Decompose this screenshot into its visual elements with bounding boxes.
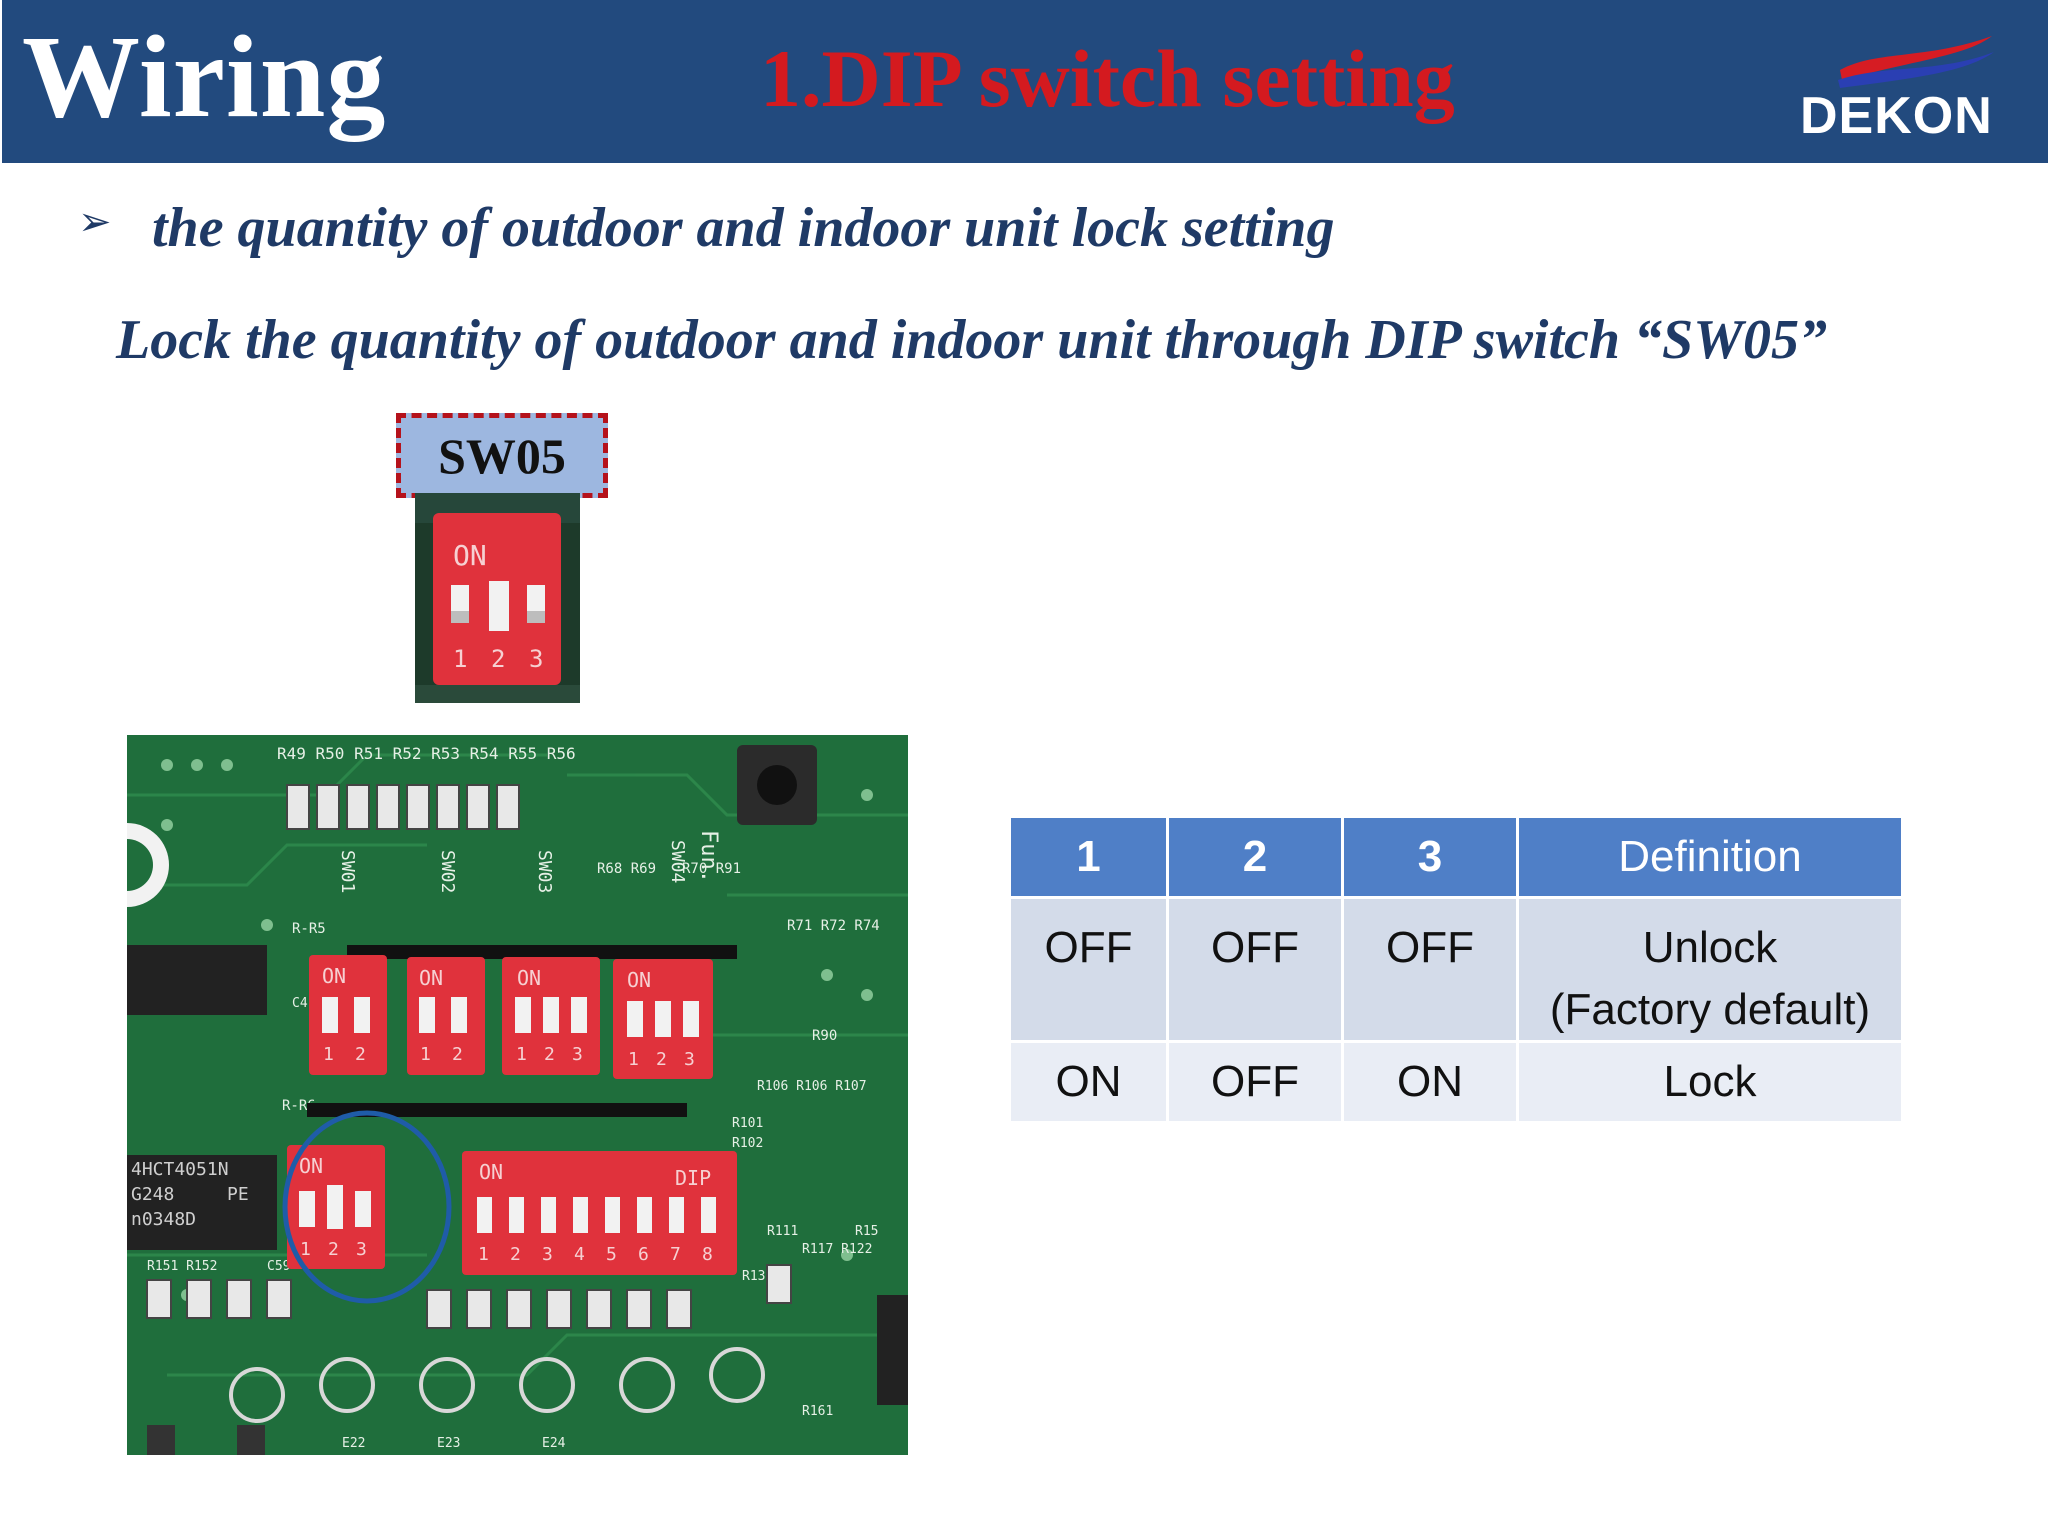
pcb-sw01-on: ON bbox=[322, 964, 346, 988]
pcb-label-sw03: SW03 bbox=[534, 850, 555, 893]
pcb-label-ic-part: 4HCT4051N bbox=[131, 1159, 229, 1180]
table-header-row: 1 2 3 Definition bbox=[1011, 818, 1901, 896]
pcb-label-r101: R101 bbox=[732, 1116, 763, 1131]
pcb-label-e24: E24 bbox=[542, 1436, 566, 1451]
pcb-dip-sw01: ON 1 2 bbox=[309, 955, 387, 1075]
pcb-sw05-n1: 1 bbox=[300, 1239, 311, 1260]
pcb-label-r111: R111 bbox=[767, 1224, 798, 1239]
pcb-dip-sw04: ON 1 2 3 bbox=[613, 959, 713, 1079]
pcb-sw02-n1: 1 bbox=[420, 1044, 431, 1065]
pcb-dip-sw03: ON 1 2 3 bbox=[502, 957, 600, 1075]
pcb-label-r90: R90 bbox=[812, 1028, 837, 1044]
pcb-sw03-on: ON bbox=[517, 966, 541, 990]
table-cell-definition: Lock bbox=[1519, 1043, 1901, 1122]
pcb-board-image: R49 R50 R51 R52 R53 R54 R55 R56 Fun. SW0… bbox=[127, 735, 908, 1455]
sw05-label: SW05 bbox=[396, 413, 608, 498]
pcb-dip-sw02: ON 1 2 bbox=[407, 957, 485, 1075]
pcb-label-ic-lot: n0348D bbox=[131, 1209, 196, 1230]
pcb-sw01-n2: 2 bbox=[355, 1044, 366, 1065]
pcb-label-r106: R106 R106 R107 bbox=[757, 1079, 867, 1094]
dekon-logo: DEKON bbox=[1790, 30, 2010, 142]
table-header-sw1: 1 bbox=[1011, 818, 1166, 896]
pcb-dip-8way: ON DIP 1 2 3 4 5 6 7 8 bbox=[462, 1151, 737, 1275]
pcb-sw01-n1: 1 bbox=[323, 1044, 334, 1065]
pcb-label-sw02: SW02 bbox=[437, 850, 458, 893]
sw05-zoom-number-1: 1 bbox=[453, 645, 467, 673]
pcb-label-r130: R130 bbox=[742, 1269, 773, 1284]
pcb-dip8-n6: 6 bbox=[638, 1244, 649, 1265]
pcb-dip8-n1: 1 bbox=[478, 1244, 489, 1265]
table-row: ON OFF ON Lock bbox=[1011, 1043, 1901, 1122]
table-header-sw2: 2 bbox=[1169, 818, 1341, 896]
section-title: Wiring bbox=[22, 11, 387, 142]
pcb-label-sw01: SW01 bbox=[337, 850, 358, 893]
table-cell-sw1: OFF bbox=[1011, 899, 1166, 1041]
pcb-sw05-n2: 2 bbox=[328, 1239, 339, 1260]
pcb-label-c59: C59 bbox=[267, 1259, 290, 1274]
definition-line-2: (Factory default) bbox=[1549, 984, 1871, 1034]
header-left-edge bbox=[0, 0, 2, 163]
slide-title: 1.DIP switch setting bbox=[760, 33, 1455, 124]
description: Lock the quantity of outdoor and indoor … bbox=[116, 309, 1827, 371]
sw05-zoom-on-label: ON bbox=[453, 539, 487, 572]
subtitle: the quantity of outdoor and indoor unit … bbox=[152, 197, 1335, 259]
pcb-sw05-on: ON bbox=[299, 1154, 323, 1178]
pcb-dip8-n4: 4 bbox=[574, 1244, 585, 1265]
pcb-sw04-n2: 2 bbox=[656, 1049, 667, 1070]
pcb-sw04-n3: 3 bbox=[684, 1049, 695, 1070]
pcb-label-r71: R71 R72 R74 bbox=[787, 918, 880, 934]
logo-text: DEKON bbox=[1800, 87, 1993, 145]
pcb-sw03-n2: 2 bbox=[544, 1044, 555, 1065]
pcb-sw02-on: ON bbox=[419, 966, 443, 990]
pcb-label-r68: R68 R69 bbox=[597, 861, 656, 877]
pcb-dip-sw05: ON 1 2 3 bbox=[287, 1145, 385, 1269]
pcb-label-ic-pe: PE bbox=[227, 1184, 249, 1205]
sw05-zoom-number-2: 2 bbox=[491, 645, 505, 673]
pcb-label-e22: E22 bbox=[342, 1436, 365, 1451]
pcb-label-r117: R117 R122 bbox=[802, 1242, 872, 1257]
header-bar: Wiring 1.DIP switch setting DEKON bbox=[0, 0, 2048, 163]
pcb-label-r-r5: R-R5 bbox=[292, 921, 326, 937]
table-row: OFF OFF OFF Unlock (Factory default) bbox=[1011, 899, 1901, 1041]
definition-line-1: Unlock bbox=[1642, 923, 1778, 972]
pcb-label-resistor-row: R49 R50 R51 R52 R53 R54 R55 R56 bbox=[277, 744, 576, 763]
table-cell-sw2: OFF bbox=[1169, 899, 1341, 1041]
pcb-label-r70: R70 R91 bbox=[682, 861, 741, 877]
pcb-dip8-n7: 7 bbox=[670, 1244, 681, 1265]
sw05-zoom-image: ON 1 2 3 bbox=[415, 493, 580, 703]
logo-swoosh-icon bbox=[1838, 36, 1994, 88]
pcb-label-e23: E23 bbox=[437, 1436, 460, 1451]
table-cell-sw3: OFF bbox=[1344, 899, 1516, 1041]
pcb-sw03-n3: 3 bbox=[572, 1044, 583, 1065]
pcb-sw05-n3: 3 bbox=[356, 1239, 367, 1260]
dip-setting-table: 1 2 3 Definition OFF OFF OFF Unlock (Fac… bbox=[1008, 815, 1904, 1124]
pcb-sw03-n1: 1 bbox=[516, 1044, 527, 1065]
bullet-arrow-icon: ➢ bbox=[78, 199, 112, 245]
pcb-dip8-on: ON bbox=[479, 1160, 503, 1184]
table-header-sw3: 3 bbox=[1344, 818, 1516, 896]
sw05-zoom-number-3: 3 bbox=[529, 645, 543, 673]
pcb-label-r102: R102 bbox=[732, 1136, 763, 1151]
pcb-label-r151: R151 R152 bbox=[147, 1259, 217, 1274]
pcb-dip8-n3: 3 bbox=[542, 1244, 553, 1265]
table-cell-sw1: ON bbox=[1011, 1043, 1166, 1122]
pcb-label-ic-g248: G248 bbox=[131, 1184, 174, 1205]
pcb-dip8-label: DIP bbox=[675, 1166, 711, 1190]
table-header-definition: Definition bbox=[1519, 818, 1901, 896]
pcb-dip8-n2: 2 bbox=[510, 1244, 521, 1265]
table-cell-definition: Unlock (Factory default) bbox=[1519, 899, 1901, 1041]
pcb-dip8-n8: 8 bbox=[702, 1244, 713, 1265]
pcb-label-fun: Fun. bbox=[696, 830, 721, 883]
pcb-label-r161: R161 bbox=[802, 1404, 833, 1419]
table-cell-sw2: OFF bbox=[1169, 1043, 1341, 1122]
pcb-sw04-on: ON bbox=[627, 968, 651, 992]
table-cell-sw3: ON bbox=[1344, 1043, 1516, 1122]
pcb-sw02-n2: 2 bbox=[452, 1044, 463, 1065]
pcb-sw04-n1: 1 bbox=[628, 1049, 639, 1070]
pcb-label-sw04: SW04 bbox=[667, 840, 688, 883]
pcb-label-r15: R15 bbox=[855, 1224, 878, 1239]
sw05-highlight-circle bbox=[282, 1110, 452, 1304]
pcb-dip8-n5: 5 bbox=[606, 1244, 617, 1265]
